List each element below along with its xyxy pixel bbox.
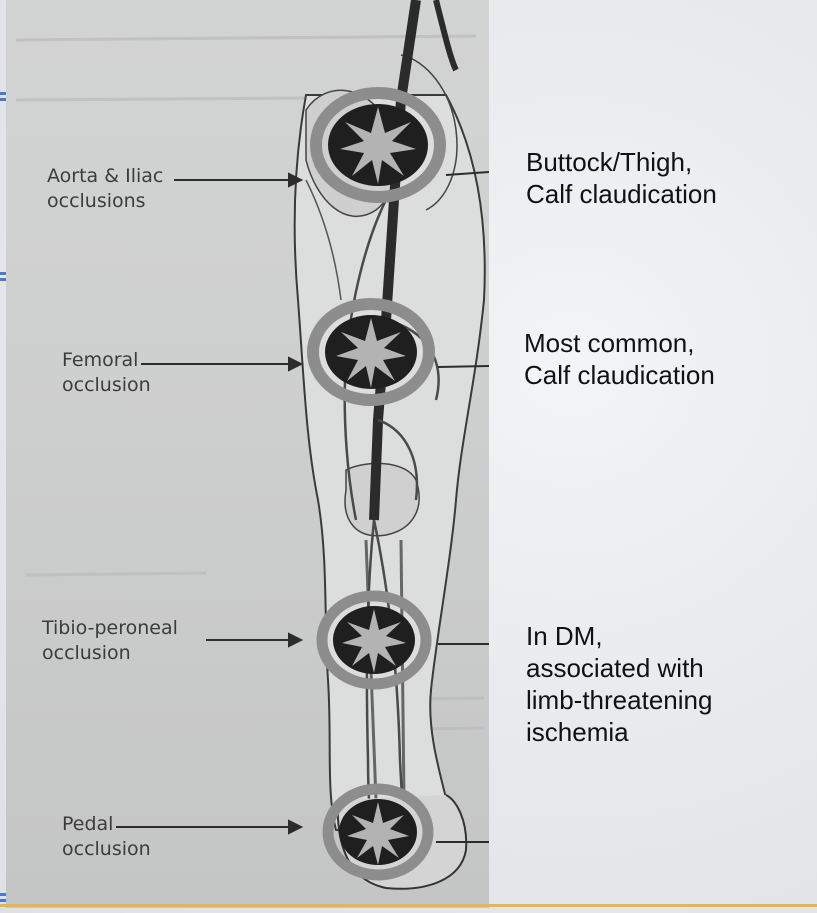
label-pedal: Pedal occlusion [62, 812, 151, 862]
description-femoral: Most common, Calf claudication [524, 327, 715, 391]
description-tibio-peroneal: In DM, associated with limb-threatening … [526, 620, 712, 748]
leg-arteries-photo: Aorta & Iliac occlusions Femoral occlusi… [6, 0, 489, 908]
occlusion-marker-femoral [313, 304, 429, 400]
label-femoral: Femoral occlusion [62, 348, 151, 398]
occlusion-marker-aorta-iliac [316, 93, 440, 197]
accent-bar [0, 904, 817, 907]
description-aorta-iliac: Buttock/Thigh, Calf claudication [526, 146, 717, 210]
label-aorta-iliac: Aorta & Iliac occlusions [47, 164, 163, 214]
leg-illustration [6, 0, 489, 908]
occlusion-marker-pedal [328, 789, 428, 875]
occlusion-marker-tibio-peroneal [322, 596, 426, 684]
label-tibio-peroneal: Tibio-peroneal occlusion [42, 616, 178, 666]
